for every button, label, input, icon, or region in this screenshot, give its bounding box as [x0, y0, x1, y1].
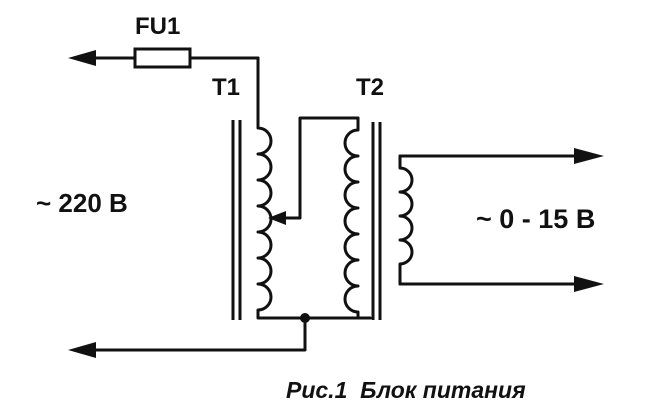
- output-voltage-label: ~ 0 - 15 В: [476, 204, 595, 234]
- fuse-label: FU1: [135, 13, 180, 40]
- output-arrow-bottom: [574, 276, 604, 292]
- transformer-t1-winding: [256, 118, 372, 320]
- transformer-t2-primary: [343, 116, 372, 320]
- input-arrow-bottom: [68, 342, 96, 358]
- figure-caption: Рис.1 Блок питания: [286, 377, 526, 403]
- output-arrow-top: [574, 148, 604, 164]
- fuse-symbol: [133, 47, 192, 69]
- bottom-input-wire: [68, 313, 310, 358]
- transformer-t1-core: [231, 120, 242, 320]
- transformer-t1-label: T1: [212, 74, 240, 101]
- output-wire-bottom: [398, 276, 604, 292]
- top-input-wire: [68, 50, 260, 122]
- transformer-t2-core: [371, 122, 382, 320]
- transformer-t2-secondary: [398, 154, 414, 286]
- wiper-arrow: [268, 211, 286, 225]
- transformer-t2-label: T2: [356, 74, 384, 101]
- input-voltage-label: ~ 220 В: [36, 188, 128, 218]
- wiper-contact: [268, 116, 360, 225]
- output-wire-top: [398, 148, 604, 164]
- input-arrow-top: [68, 50, 96, 66]
